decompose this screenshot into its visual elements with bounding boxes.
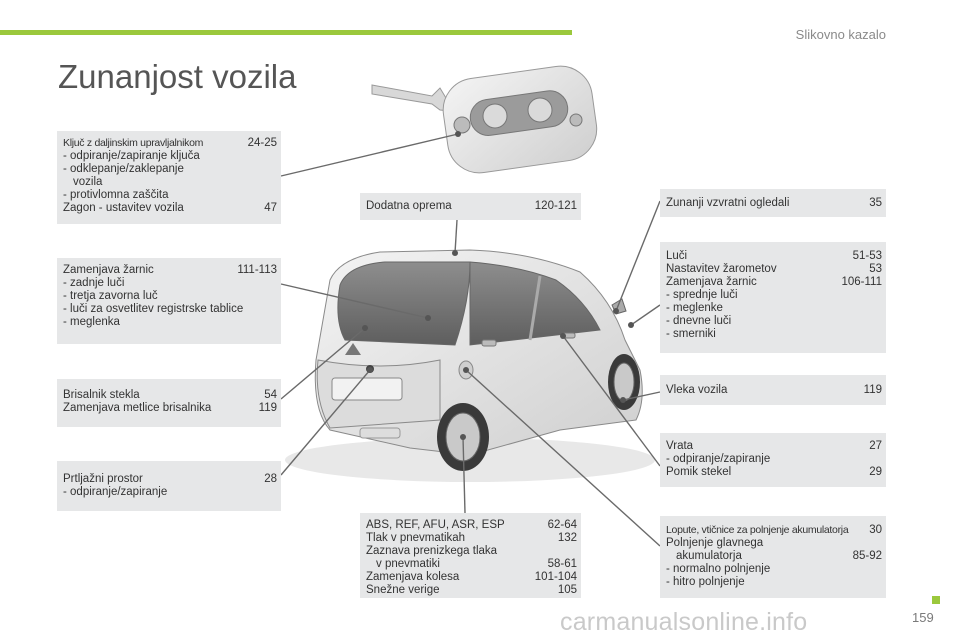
item: zadnje luči xyxy=(70,277,125,289)
label: Zamenjava metlice brisalnika xyxy=(63,402,212,414)
label: v pnevmatiki xyxy=(376,558,440,570)
pages: 132 xyxy=(557,532,577,544)
page-title: Zunanjost vozila xyxy=(58,58,297,95)
item: vozila xyxy=(73,176,103,188)
label: Tlak v pnevmatikah xyxy=(366,532,466,544)
remote-key-illustration xyxy=(371,65,598,174)
label: Polnjenje glavnega xyxy=(666,537,764,549)
callout-accessories: Dodatna oprema 120-121 xyxy=(360,193,581,220)
pages: 119 xyxy=(258,402,277,414)
label: Brisalnik stekla xyxy=(63,389,140,401)
item: tretja zavorna luč xyxy=(70,290,158,302)
callout-charging: Lopute, vtičnice za polnjenje akumulator… xyxy=(660,516,886,598)
label: Dodatna oprema xyxy=(366,200,452,212)
pages: 120-121 xyxy=(534,200,577,212)
item: smerniki xyxy=(673,328,716,340)
pages: 51-53 xyxy=(852,250,882,262)
item: normalno polnjenje xyxy=(673,563,771,575)
label: Zamenjava žarnic xyxy=(63,264,154,276)
pages: 29 xyxy=(869,466,882,478)
label: Zamenjava kolesa xyxy=(366,571,460,583)
pages: 35 xyxy=(869,197,882,209)
label: Vleka vozila xyxy=(666,384,728,396)
label: ABS, REF, AFU, ASR, ESP xyxy=(366,519,505,531)
leader-dots xyxy=(362,131,634,440)
pages: 101-104 xyxy=(534,571,577,583)
label: Zagon - ustavitev vozila xyxy=(63,202,184,214)
label: Prtljažni prostor xyxy=(63,473,143,485)
callout-lights: Luči 51-53 Nastavitev žarometov 53 Zamenja… xyxy=(660,242,886,353)
pages: 54 xyxy=(264,389,277,401)
pages: 105 xyxy=(557,584,577,596)
pages: 58-61 xyxy=(547,558,577,570)
section-label: Slikovno kazalo xyxy=(795,27,886,42)
label: Ključ z daljinskim upravljalnikom xyxy=(63,137,204,149)
item: meglenka xyxy=(70,316,120,328)
page-marker xyxy=(932,596,940,604)
item: meglenke xyxy=(673,302,723,314)
pages: 111-113 xyxy=(237,264,277,276)
label: Luči xyxy=(666,250,688,262)
label: Nastavitev žarometov xyxy=(666,263,777,275)
label: Pomik stekel xyxy=(666,466,732,478)
callout-towing: Vleka vozila 119 xyxy=(660,375,886,405)
callout-wheels: ABS, REF, AFU, ASR, ESP 62-64 Tlak v pnev… xyxy=(360,513,581,598)
pages: 24-25 xyxy=(247,137,277,149)
callout-wiper: Brisalnik stekla 54 Zamenjava metlice bri… xyxy=(57,379,281,427)
page-number: 159 xyxy=(912,610,934,625)
label: Zamenjava žarnic xyxy=(666,276,757,288)
label: Snežne verige xyxy=(366,584,440,596)
pages: 106-111 xyxy=(841,276,883,288)
leader-lines xyxy=(280,133,661,547)
item: hitro polnjenje xyxy=(673,576,745,588)
pages: 85-92 xyxy=(852,550,882,562)
label: akumulatorja xyxy=(676,550,742,562)
pages: 119 xyxy=(863,384,882,396)
car-illustration xyxy=(285,249,655,482)
item: odklepanje/zaklepanje xyxy=(70,163,184,175)
watermark: carmanualsonline.info xyxy=(560,608,808,636)
label: Lopute, vtičnice za polnjenje akumulator… xyxy=(666,524,849,536)
pages: 27 xyxy=(869,440,882,452)
label: Vrata xyxy=(666,440,694,452)
top-accent-bar xyxy=(0,30,572,35)
pages: 53 xyxy=(869,263,882,275)
item: odpiranje/zapiranje ključa xyxy=(70,150,200,162)
item: luči za osvetlitev registrske tablice xyxy=(70,303,244,315)
item: odpiranje/zapiranje xyxy=(673,453,771,465)
item: sprednje luči xyxy=(673,289,738,301)
pages: 62-64 xyxy=(547,519,577,531)
item: protivlomna zaščita xyxy=(70,189,169,201)
item: dnevne luči xyxy=(673,315,732,327)
callout-mirrors: Zunanji vzvratni ogledali 35 xyxy=(660,189,886,217)
label: Zaznava prenizkega tlaka xyxy=(366,545,498,557)
item: odpiranje/zapiranje xyxy=(70,486,168,498)
label: Zunanji vzvratni ogledali xyxy=(666,197,790,209)
pages: 30 xyxy=(869,524,882,536)
pages: 28 xyxy=(264,473,277,485)
pages: 47 xyxy=(264,202,277,214)
